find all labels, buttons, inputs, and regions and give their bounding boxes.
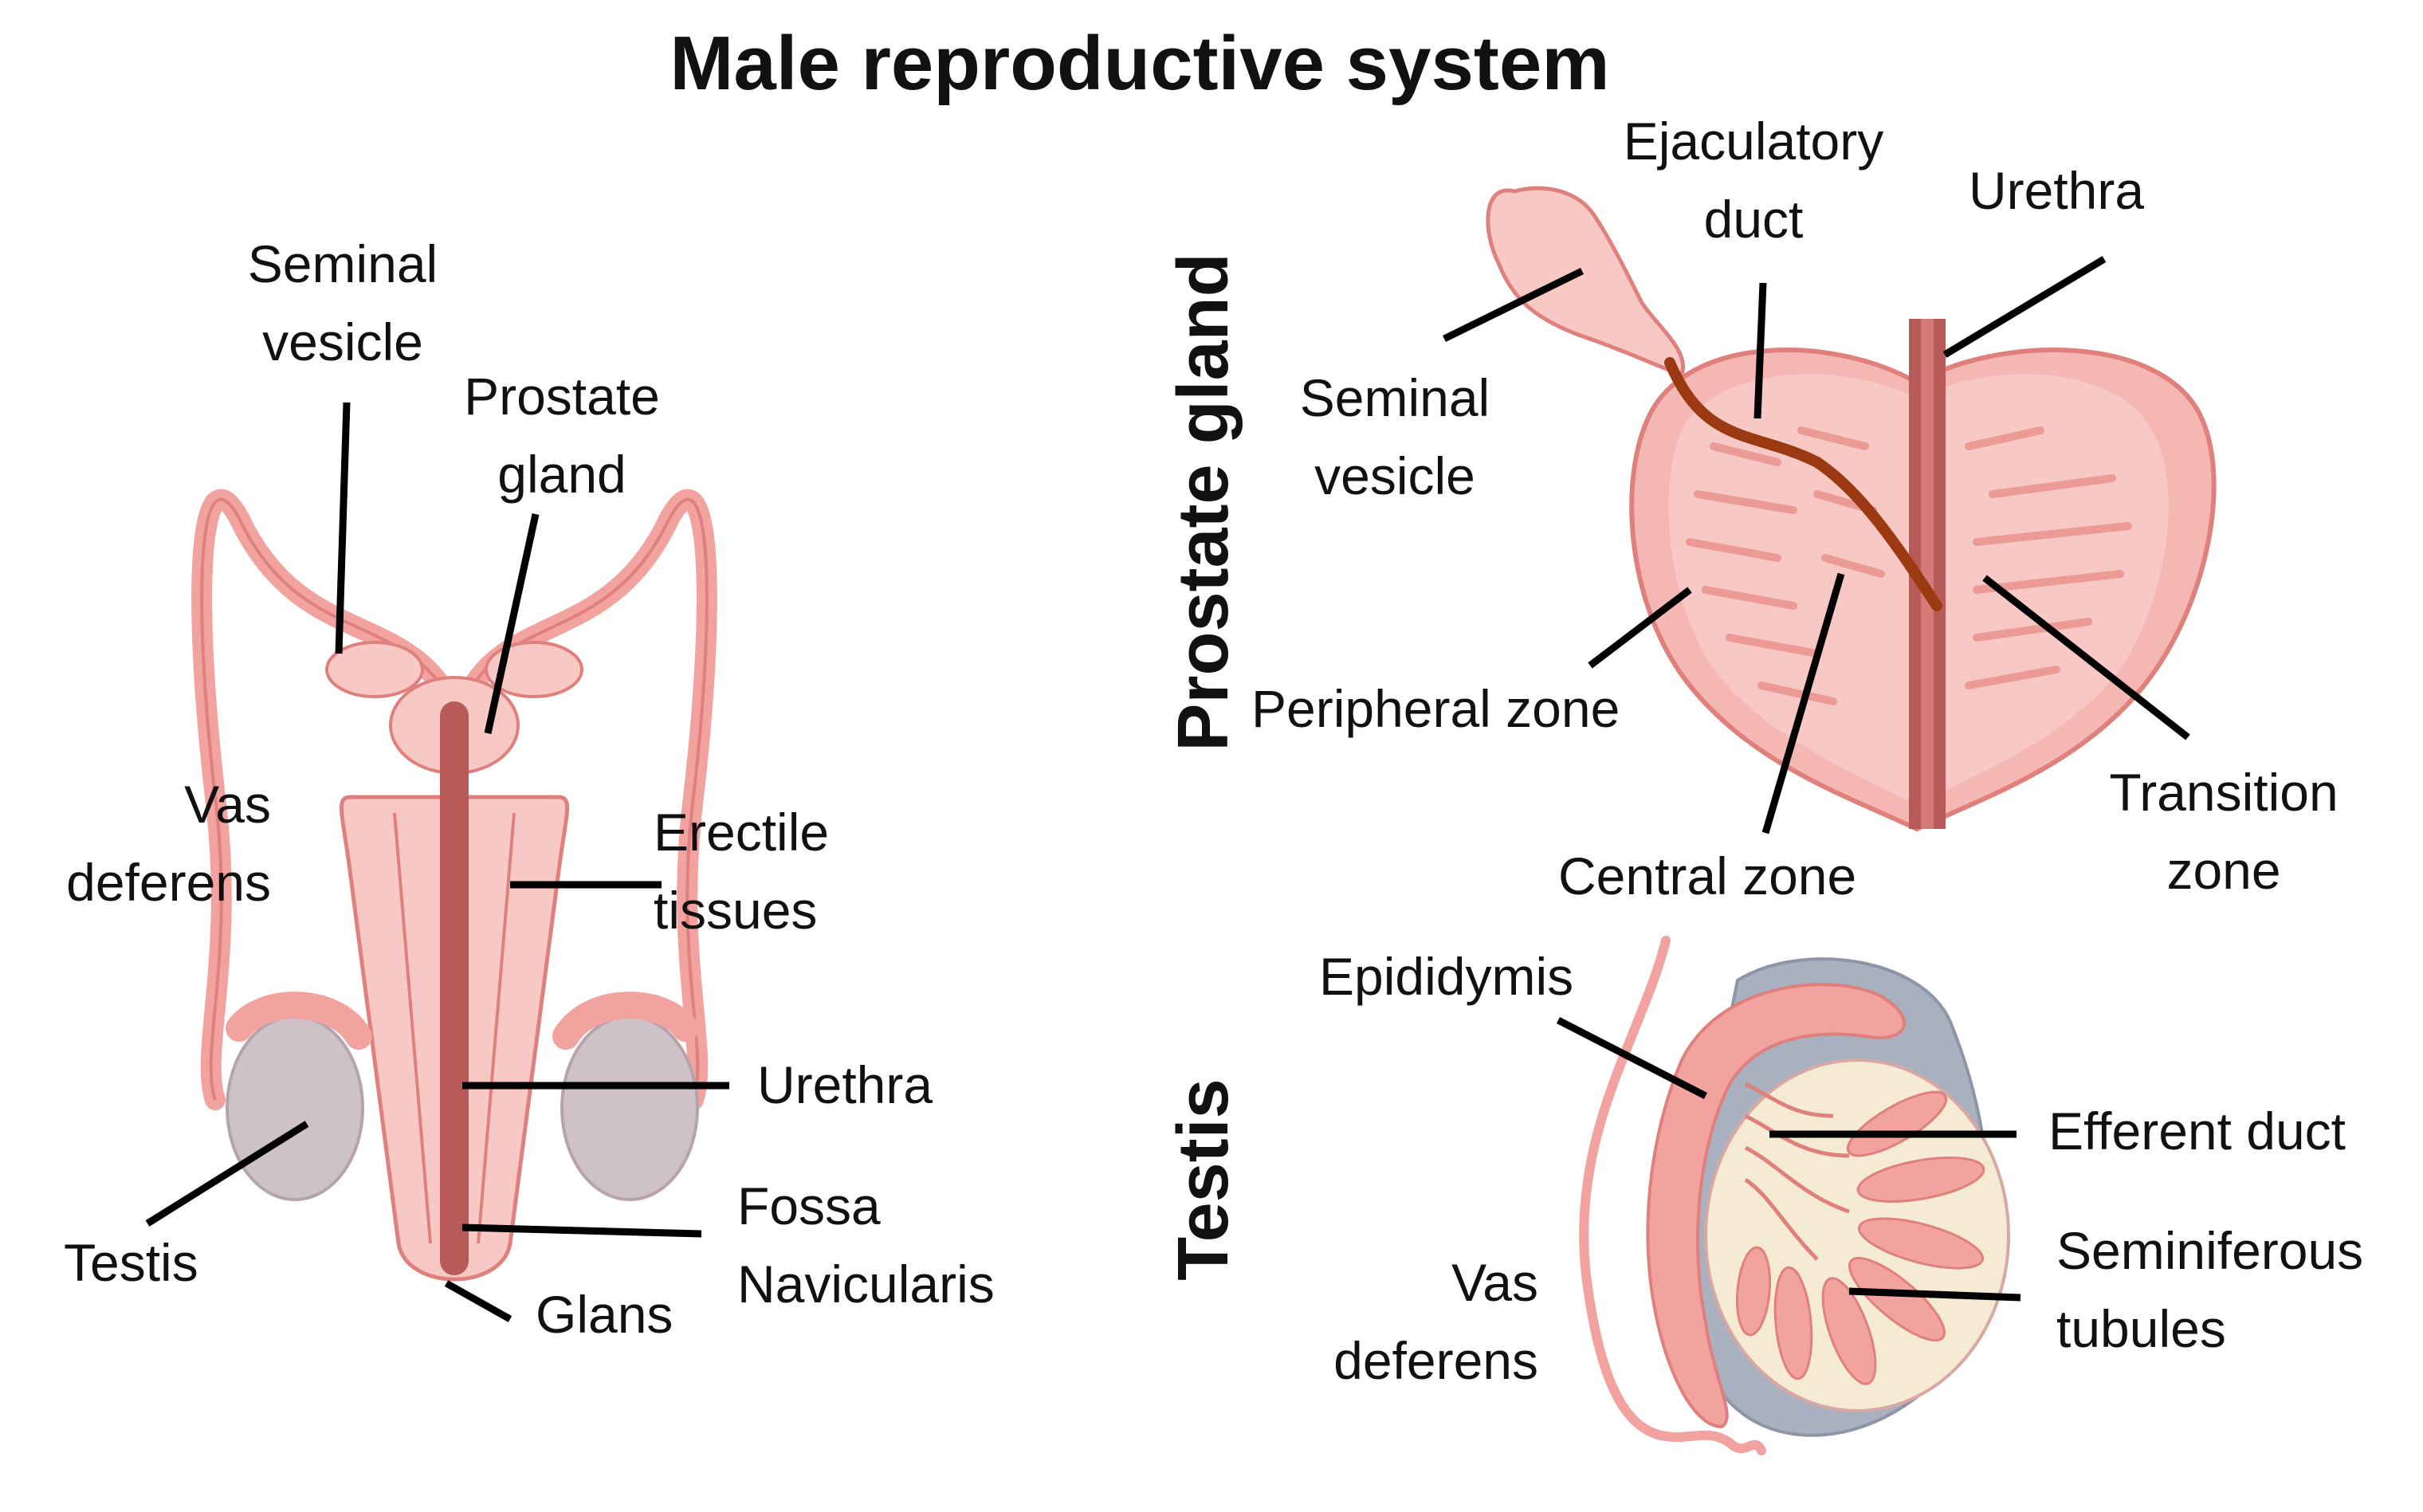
seminal-vesicle-left [325, 641, 424, 698]
leader-seminiferous-tubules [1848, 1287, 2021, 1302]
leader-ejaculatory-duct [1753, 282, 1767, 419]
label-testis-left: Testis [64, 1233, 198, 1292]
seminiferous-lobules [1736, 1090, 1985, 1385]
efferent-ducts-shape [1744, 1082, 1850, 1261]
leader-seminal-vesicle [335, 402, 351, 654]
testis-left-shape [226, 1015, 364, 1201]
whole-system-illustration [191, 489, 717, 1282]
leader-fossa-navicularis [461, 1223, 702, 1238]
testis-illustration [1579, 936, 2010, 1455]
leader-urethra-prostate [1942, 256, 2107, 358]
leader-seminal-vesicle-prostate [1443, 267, 1584, 343]
section-label-prostate: Prostate gland [1164, 253, 1243, 752]
label-central-zone: Central zone [1558, 846, 1857, 905]
vas-deferens-left [200, 505, 414, 741]
leader-peripheral-zone [1588, 587, 1692, 669]
leader-glans [444, 1280, 512, 1322]
leader-prostate-gland [484, 513, 540, 734]
epididymis-shape [1646, 983, 1906, 1429]
label-efferent-duct: Efferent duct [2048, 1102, 2346, 1161]
label-urethra-left: Urethra [757, 1055, 933, 1114]
testis-right-shape [560, 1015, 699, 1201]
leader-lines [145, 256, 2190, 1322]
section-label-testis: Testis [1164, 1078, 1243, 1281]
prostate-gland-illustration [1486, 186, 2217, 832]
leader-central-zone [1761, 572, 1845, 835]
leader-transition-zone [1982, 575, 2190, 740]
leader-testis-left [145, 1121, 309, 1227]
leader-epididymis [1556, 1016, 1708, 1100]
label-peripheral-zone: Peripheral zone [1251, 679, 1620, 738]
ejaculatory-duct-shape [1664, 357, 1942, 611]
label-glans: Glans [536, 1285, 673, 1344]
testis-vas-deferens-shape [1579, 936, 1766, 1455]
label-urethra-prostate: Urethra [1969, 161, 2145, 220]
label-epididymis: Epididymis [1319, 947, 1574, 1006]
urethra-shape [440, 701, 469, 1275]
diagram-title: Male reproductive system [670, 21, 1610, 106]
seminal-vesicle-right [485, 641, 583, 698]
